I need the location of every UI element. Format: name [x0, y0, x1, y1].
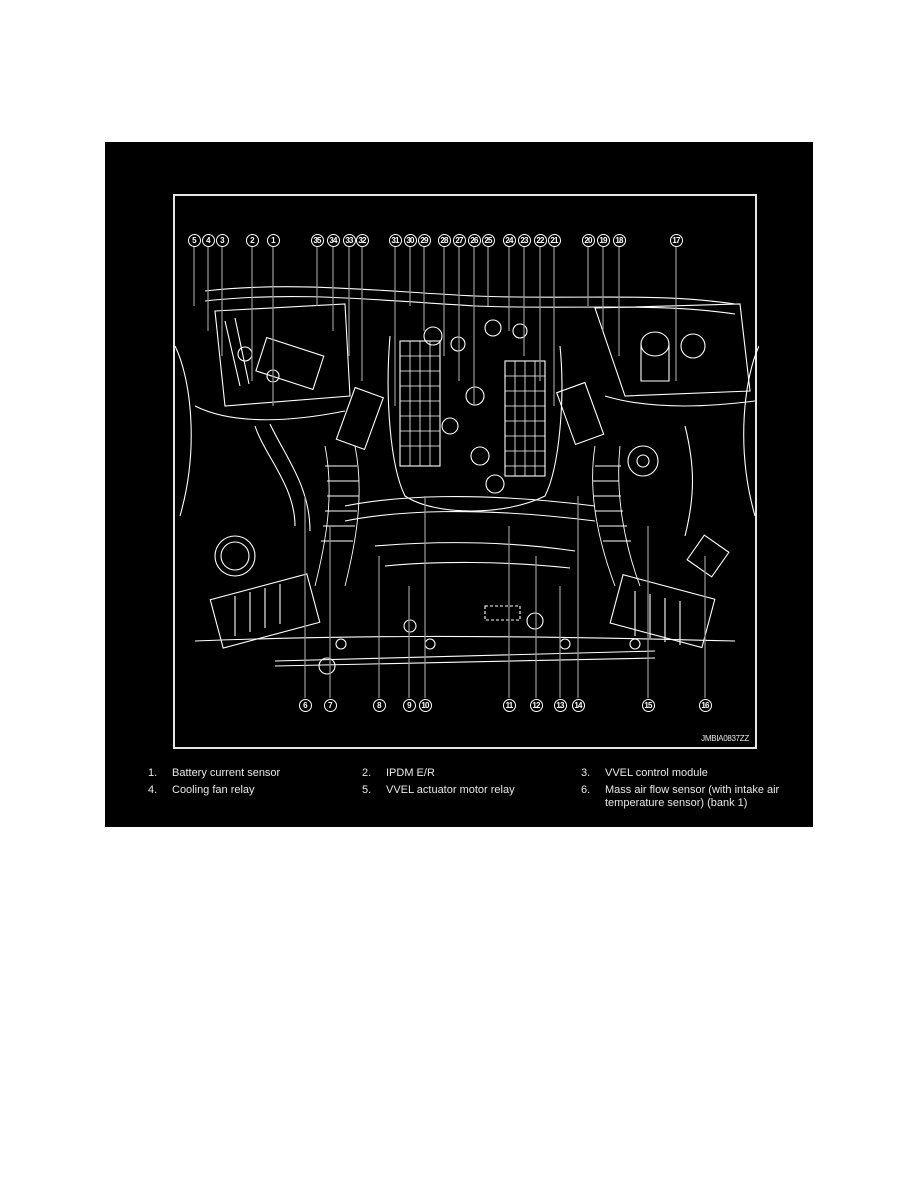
- callout-12: 12: [529, 699, 543, 712]
- legend-item-4: 4. Cooling fan relay: [148, 784, 362, 797]
- image-code: JMBIA0837ZZ: [701, 734, 749, 743]
- callout-33: 33: [342, 234, 356, 247]
- callout-4: 4: [201, 234, 215, 247]
- callout-23: 23: [517, 234, 531, 247]
- callout-25: 25: [481, 234, 495, 247]
- legend-text: VVEL control module: [605, 767, 708, 779]
- callout-5: 5: [187, 234, 201, 247]
- callout-6: 6: [298, 699, 312, 712]
- legend-item-2: 2. IPDM E/R: [362, 767, 576, 780]
- legend-text: IPDM E/R: [386, 767, 435, 779]
- callout-35: 35: [310, 234, 324, 247]
- legend-number: 4.: [148, 784, 158, 796]
- legend-text: Battery current sensor: [172, 767, 281, 779]
- engine-compartment-diagram: JMBIA0837ZZ: [173, 194, 759, 749]
- callout-27: 27: [452, 234, 466, 247]
- legend-item-6: 6. Mass air flow sensor (with intake air…: [581, 784, 790, 810]
- callout-9: 9: [402, 699, 416, 712]
- engine-line-drawing: [175, 247, 759, 698]
- callout-10: 10: [418, 699, 432, 712]
- legend-number: 6.: [581, 784, 591, 796]
- callout-29: 29: [417, 234, 431, 247]
- callout-1: 1: [266, 234, 280, 247]
- callout-3: 3: [215, 234, 229, 247]
- callout-8: 8: [372, 699, 386, 712]
- callout-16: 16: [698, 699, 712, 712]
- legend-number: 1.: [148, 767, 158, 779]
- callout-14: 14: [571, 699, 585, 712]
- callout-19: 19: [596, 234, 610, 247]
- callout-34: 34: [326, 234, 340, 247]
- callout-17: 17: [669, 234, 683, 247]
- legend-text: Mass air flow sensor (with intake air te…: [605, 784, 780, 809]
- callout-31: 31: [388, 234, 402, 247]
- callout-21: 21: [547, 234, 561, 247]
- callout-30: 30: [403, 234, 417, 247]
- callout-15: 15: [641, 699, 655, 712]
- callout-2: 2: [245, 234, 259, 247]
- legend-number: 5.: [362, 784, 372, 796]
- legend-item-1: 1. Battery current sensor: [148, 767, 362, 780]
- callout-28: 28: [437, 234, 451, 247]
- legend-text: VVEL actuator motor relay: [386, 784, 515, 796]
- legend-item-5: 5. VVEL actuator motor relay: [362, 784, 576, 797]
- callout-22: 22: [533, 234, 547, 247]
- callout-18: 18: [612, 234, 626, 247]
- legend-text: Cooling fan relay: [172, 784, 255, 796]
- callout-26: 26: [467, 234, 481, 247]
- callout-20: 20: [581, 234, 595, 247]
- callout-11: 11: [502, 699, 516, 712]
- callout-24: 24: [502, 234, 516, 247]
- callout-13: 13: [553, 699, 567, 712]
- legend-number: 2.: [362, 767, 372, 779]
- figure-panel: JMBIA0837ZZ 1. Battery current sensor 2.…: [105, 142, 813, 827]
- legend-item-3: 3. VVEL control module: [581, 767, 795, 780]
- callout-7: 7: [323, 699, 337, 712]
- callout-32: 32: [355, 234, 369, 247]
- legend-number: 3.: [581, 767, 591, 779]
